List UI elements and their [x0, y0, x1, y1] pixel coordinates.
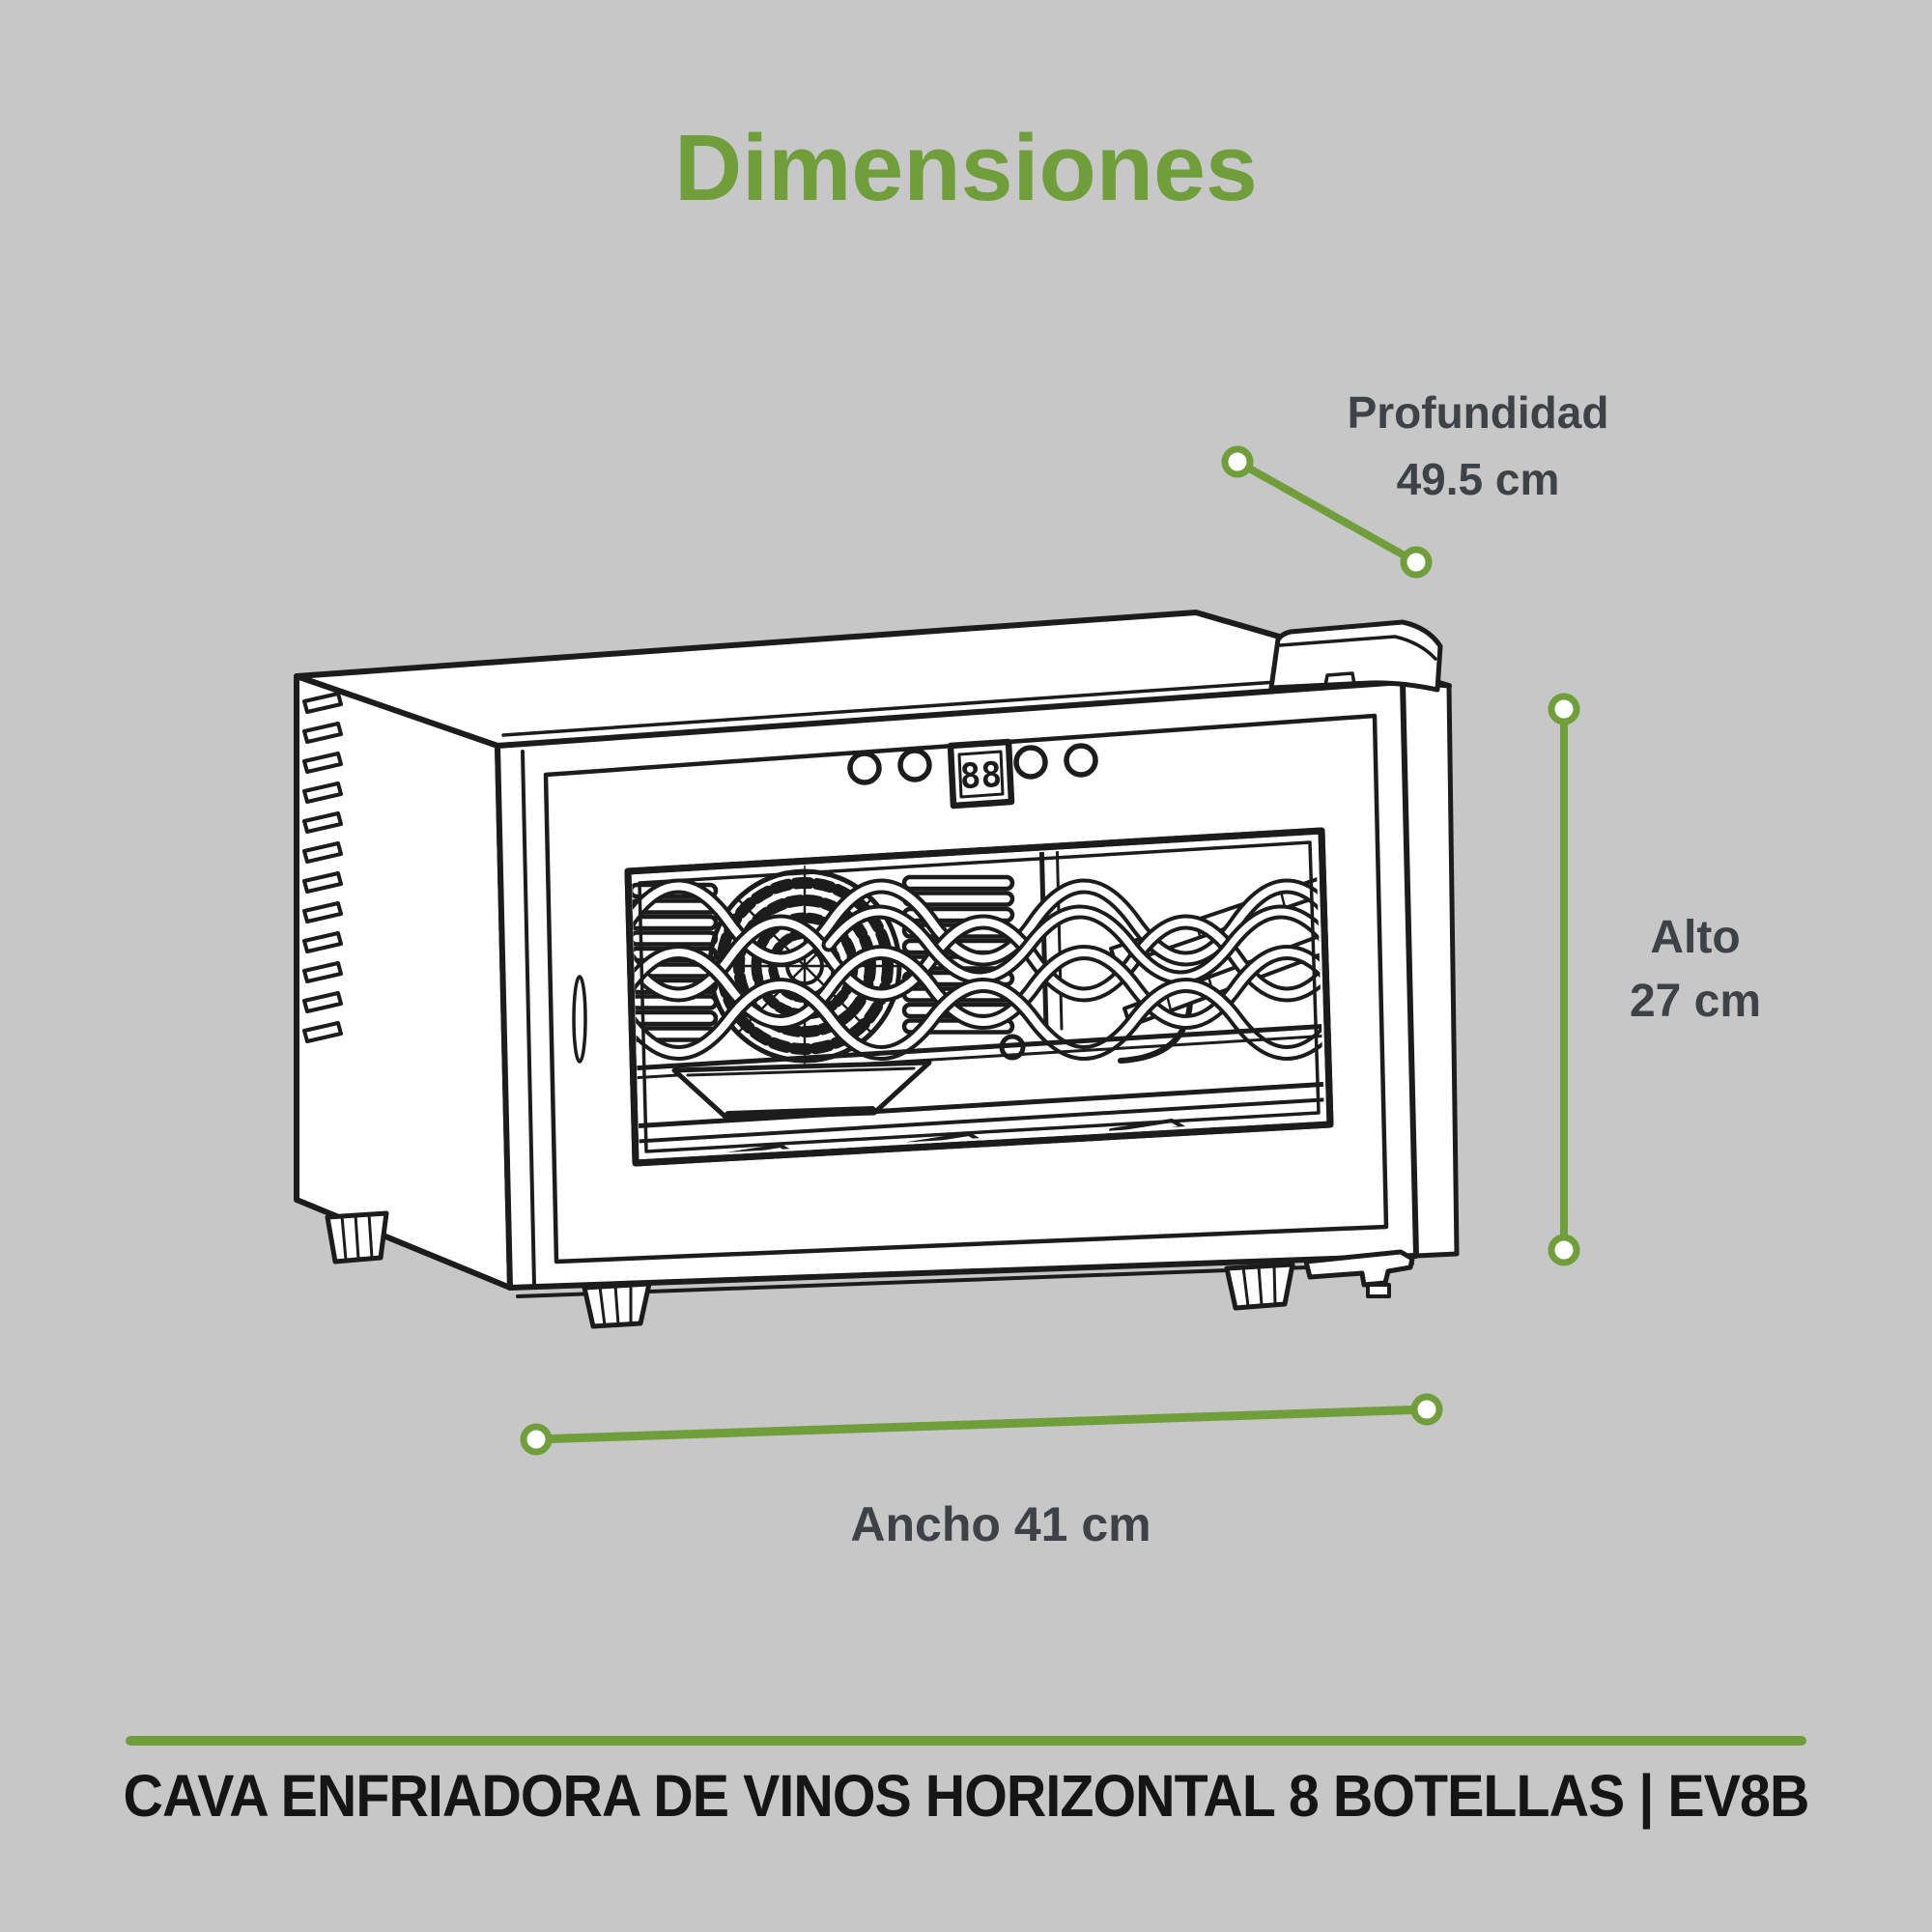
foot-front-left: [582, 1281, 652, 1329]
side-vent-slots: [302, 692, 343, 1043]
foot-back-left: [325, 1210, 389, 1264]
temperature-display: 88: [947, 738, 1015, 810]
top-panel-seam: [501, 671, 1406, 737]
page-title: Dimensiones: [674, 115, 1258, 220]
height-value: 27 cm: [1629, 976, 1762, 1027]
foot-front-right: [1224, 1262, 1295, 1311]
window-glass-frame: [624, 827, 1334, 1167]
width-dimension-line: [520, 1393, 1443, 1456]
control-panel: 88: [847, 738, 1098, 810]
dimension-callouts: [520, 445, 1580, 1456]
height-line-endpoint: [1548, 1234, 1580, 1266]
height-line-endpoint: [1548, 693, 1580, 725]
width-line-endpoint: [1410, 1393, 1443, 1426]
control-button: [897, 748, 932, 782]
control-button: [1013, 745, 1048, 780]
depth-label: Profundidad 49.5 cm: [1193, 380, 1763, 513]
display-value: 88: [959, 755, 1003, 797]
height-label: Alto 27 cm: [1420, 906, 1932, 1034]
door-seal-notch: [572, 975, 587, 1064]
width-label: Ancho 41 cm: [711, 1495, 1291, 1553]
height-dimension-line: [1548, 693, 1580, 1266]
depth-line-endpoint: [1400, 546, 1433, 579]
window-glass-frame-inner: [638, 840, 1321, 1153]
footer-divider: [126, 1736, 1806, 1746]
door-latch: [1303, 1249, 1415, 1298]
width-value: 41 cm: [1013, 1497, 1151, 1551]
bottle-rack-wires: [632, 878, 1324, 1061]
footer-product-label: CAVA ENFRIADORA DE VINOS HORIZONTAL 8 BO…: [123, 1763, 1810, 1829]
depth-value: 49.5 cm: [1396, 454, 1560, 504]
door-hinge: [1268, 619, 1443, 693]
control-button: [1064, 743, 1098, 778]
depth-dimension-line: [1221, 445, 1433, 579]
door-bezel: [543, 713, 1389, 1264]
wine-cooler-illustration: 88: [294, 610, 1460, 1329]
height-label-text: Alto: [1650, 912, 1741, 963]
width-line-endpoint: [520, 1423, 553, 1456]
depth-line-endpoint: [1221, 445, 1254, 478]
depth-label-text: Profundidad: [1347, 387, 1609, 438]
width-label-text: Ancho: [850, 1497, 1001, 1551]
door-hinge-gap: [521, 750, 536, 1287]
control-button: [847, 751, 882, 785]
drip-tray: [671, 1060, 932, 1121]
